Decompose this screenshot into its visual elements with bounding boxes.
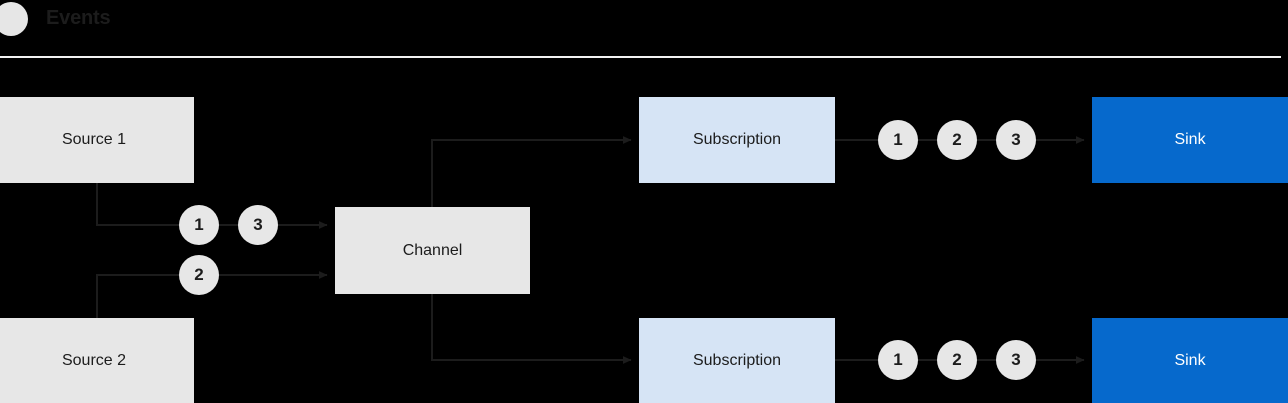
event-token-sub-top-2-label: 2 [952, 130, 962, 149]
node-source-1[interactable]: Source 1 [0, 97, 194, 183]
page-header: Events [0, 0, 1288, 58]
event-token-sub-bottom-2: 2 [937, 340, 977, 380]
node-channel[interactable]: Channel [335, 207, 530, 294]
event-token-sub-bottom-1-label: 1 [893, 350, 903, 369]
events-circle-icon [0, 2, 28, 36]
node-source-2-label: Source 2 [61, 352, 127, 369]
page-title: Events [46, 7, 111, 29]
node-subscription-top-label: Subscription [692, 131, 782, 148]
edge-source2-to-channel [96, 271, 328, 319]
event-token-source2-a-label: 2 [194, 265, 204, 284]
node-source-1-label: Source 1 [61, 131, 127, 148]
node-channel-label: Channel [402, 241, 463, 259]
node-sink-bottom[interactable]: Sink [1092, 318, 1288, 403]
diagram-canvas: Source 1 Source 2 Channel Subscription S… [0, 58, 1288, 403]
node-sink-top-label: Sink [1174, 131, 1206, 148]
event-token-source1-b: 3 [238, 205, 278, 245]
event-token-sub-top-1-label: 1 [893, 130, 903, 149]
node-subscription-bottom[interactable]: Subscription [639, 318, 835, 403]
event-token-sub-bottom-3: 3 [996, 340, 1036, 380]
event-token-sub-bottom-1: 1 [878, 340, 918, 380]
event-token-sub-bottom-2-label: 2 [952, 350, 962, 369]
event-token-source2-a: 2 [179, 255, 219, 295]
event-token-sub-top-1: 1 [878, 120, 918, 160]
node-subscription-bottom-label: Subscription [692, 352, 782, 369]
event-token-sub-top-3-label: 3 [1011, 130, 1021, 149]
event-token-source1-a-label: 1 [194, 215, 204, 234]
header-divider [0, 56, 1281, 58]
event-token-sub-top-2: 2 [937, 120, 977, 160]
node-subscription-top[interactable]: Subscription [639, 97, 835, 183]
event-token-sub-bottom-3-label: 3 [1011, 350, 1021, 369]
node-sink-top[interactable]: Sink [1092, 97, 1288, 183]
edge-channel-to-subscription-bottom [431, 294, 632, 364]
event-token-source1-a: 1 [179, 205, 219, 245]
event-token-source1-b-label: 3 [253, 215, 263, 234]
node-source-2[interactable]: Source 2 [0, 318, 194, 403]
event-token-sub-top-3: 3 [996, 120, 1036, 160]
edge-channel-to-subscription-top [431, 136, 632, 207]
node-sink-bottom-label: Sink [1174, 352, 1206, 369]
